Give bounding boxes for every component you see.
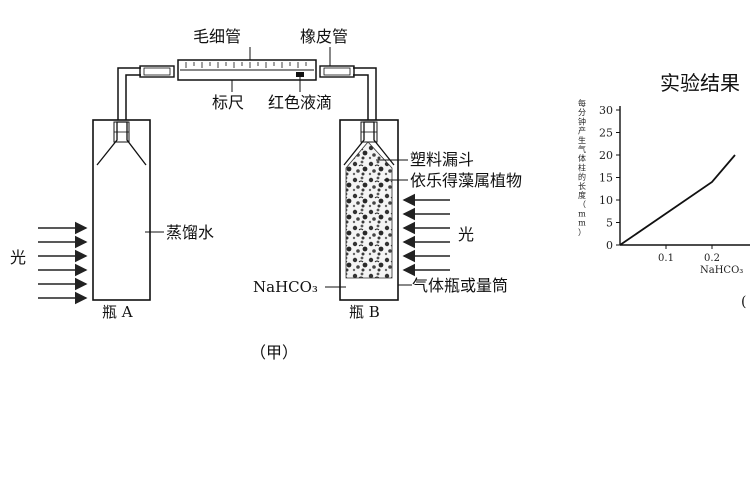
label-nahco3: NaHCO₃ [253,278,318,296]
light-arrows-left [38,221,88,305]
rubber-tube-left [139,65,175,78]
x-tick-label: 0.2 [704,253,720,264]
x-tick-label: 0.1 [658,253,674,264]
red-droplet-shape [296,72,304,77]
label-ruler: 标尺 [212,93,244,112]
glass-tube-left [117,67,141,125]
y-tick-label: 15 [599,172,613,185]
bottle-a [92,119,151,301]
label-panel-a: （甲） [250,343,298,362]
series-line [619,154,736,246]
label-rubber-tube: 橡皮管 [300,27,348,46]
y-tick-label: 20 [599,149,613,162]
y-tick-label: 30 [599,104,613,117]
glass-tube-right [353,67,377,125]
chart-title: 实验结果 [660,71,740,95]
label-light-right: 光 [458,225,474,244]
rubber-tube-right [319,65,355,78]
label-capillary-tube: 毛细管 [193,27,241,46]
apparatus-diagram: 毛细管 橡皮管 标尺 红色液滴 蒸馏水 光 塑料漏斗 依乐得藻属植物 光 NaH… [10,27,522,362]
label-elodea-plant: 依乐得藻属植物 [410,171,522,190]
label-plastic-funnel: 塑料漏斗 [410,150,474,169]
ruler-ticks [185,62,307,68]
chart-plot-area: 0 5 10 15 20 25 30 0.1 0.2 [599,104,750,264]
x-axis-label: NaHCO₃ [700,265,743,276]
label-light-left: 光 [10,248,26,267]
y-tick-label: 5 [606,217,613,230]
panel-label-b-fragment: ( [741,294,746,310]
elodea-plant-mass [345,141,393,279]
label-gas-jar: 气体瓶或量筒 [412,276,508,295]
label-distilled-water: 蒸馏水 [166,223,214,242]
label-bottle-b: 瓶 B [349,303,380,321]
y-tick-label: 0 [606,239,613,252]
label-red-droplet: 红色液滴 [268,93,332,112]
light-arrows-right [402,193,450,277]
y-tick-label: 10 [599,194,613,207]
y-tick-label: 25 [599,127,613,140]
label-bottle-a: 瓶 A [102,303,133,321]
